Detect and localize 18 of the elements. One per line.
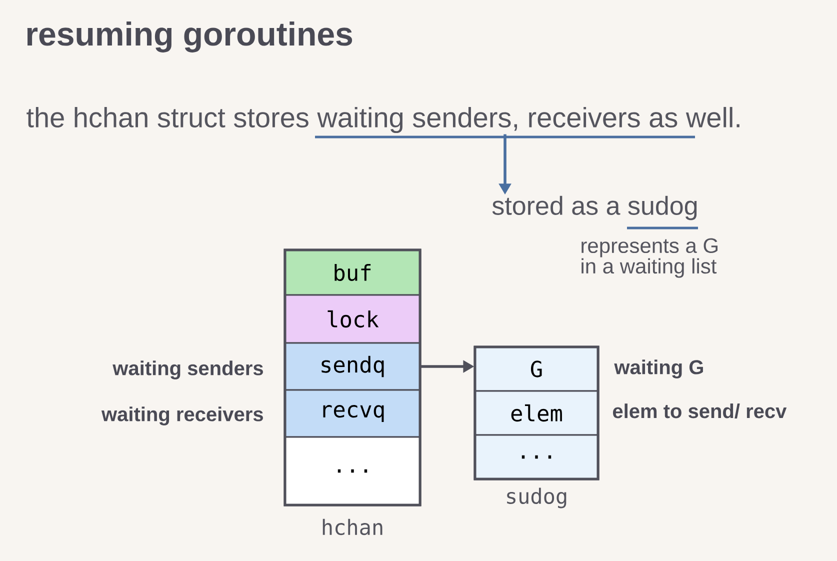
field-cell: ...: [474, 434, 599, 480]
field-cell: recvq: [284, 389, 421, 438]
field-label: waiting G: [614, 360, 703, 378]
field-cell: G: [474, 346, 599, 392]
description-text: the hchan struct stores waiting senders, receivers as well.: [26, 106, 740, 134]
field-label: waiting receivers: [101, 406, 263, 426]
field-label: elem to send/ recv: [613, 404, 787, 418]
field-cell: ...: [284, 436, 421, 506]
field-cell: lock: [284, 294, 421, 344]
struct-caption: sudog: [507, 488, 566, 508]
title: resuming goroutines: [27, 22, 352, 52]
note-text: represents a G in a waiting list: [582, 238, 718, 278]
note-text: stored as a sudog: [492, 196, 697, 220]
field-cell: buf: [284, 249, 421, 296]
field-label: waiting senders: [112, 360, 263, 380]
field-cell: elem: [474, 390, 599, 436]
struct-caption: hchan: [322, 518, 382, 536]
field-cell: sendq: [284, 342, 421, 391]
